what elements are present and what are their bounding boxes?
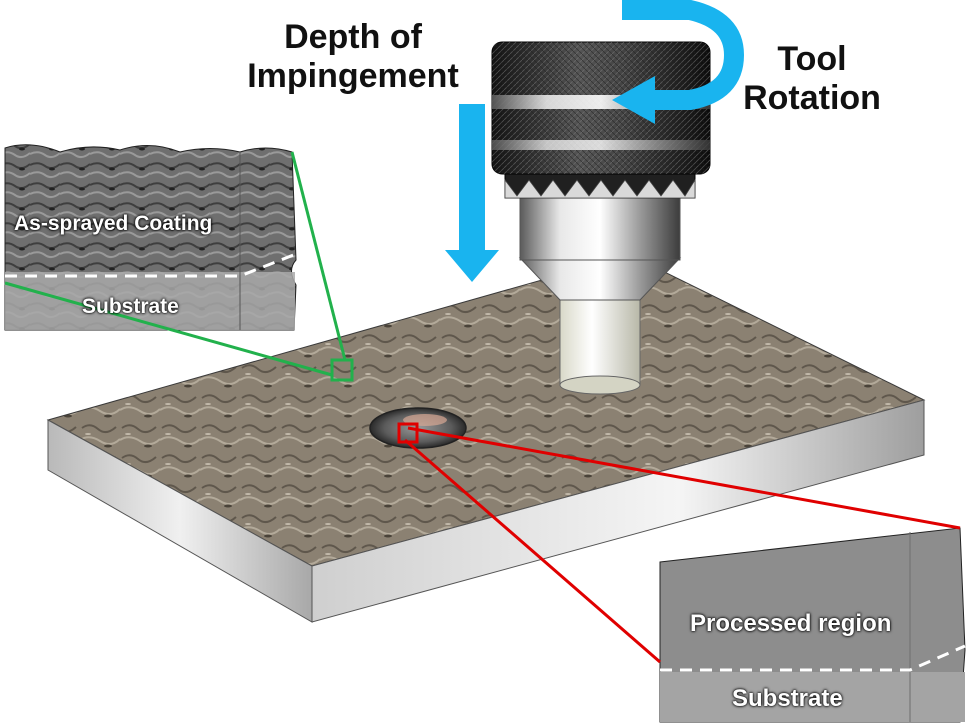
processed-connector — [397, 422, 961, 664]
processed-label: Processed region — [690, 610, 892, 637]
processed-substrate-label: Substrate — [732, 685, 843, 712]
coating-substrate-label: Substrate — [82, 295, 179, 318]
rotation-label-line2: Rotation — [743, 79, 881, 118]
curved-arrow-icon — [612, 0, 745, 124]
tool-pin — [559, 289, 641, 386]
depth-label: Depth of Impingement — [228, 18, 478, 96]
tool-shank — [519, 194, 681, 261]
processed-interface-line — [660, 644, 966, 672]
coating-sample-marker — [330, 358, 354, 382]
coating-label: As-sprayed Coating — [14, 212, 213, 235]
rotation-label: Tool Rotation — [722, 40, 902, 118]
coating-connector — [4, 151, 354, 382]
coating-inset — [4, 144, 297, 331]
depth-label-line2: Impingement — [247, 57, 459, 96]
plate-front-side — [311, 399, 925, 623]
coating-inset-substrate — [5, 272, 295, 330]
rotating-tool — [491, 41, 711, 395]
depth-label-line1: Depth of — [284, 18, 422, 56]
workpiece-plate — [46, 254, 926, 623]
rotation-label-line1: Tool — [777, 40, 847, 78]
down-arrow-icon — [445, 104, 499, 282]
processed-sample-marker — [397, 422, 419, 444]
tool-chuck-band-2 — [492, 140, 710, 150]
processed-inset — [659, 527, 966, 723]
tool-teeth — [504, 178, 696, 199]
